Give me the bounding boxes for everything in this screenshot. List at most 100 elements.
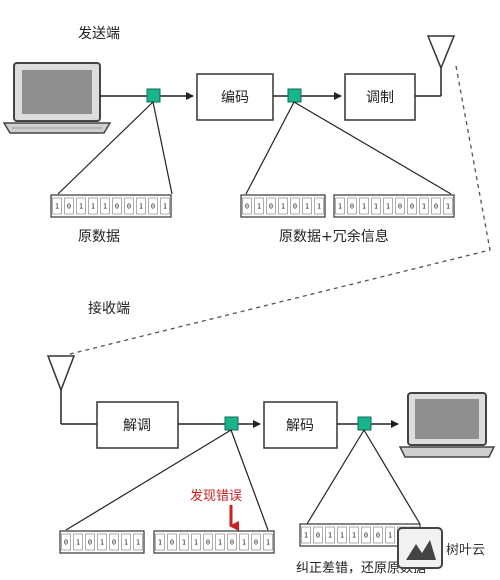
tx-tap1-fan: [57, 101, 173, 195]
bit-cell: [76, 197, 86, 215]
bit-cell: [290, 197, 300, 215]
bit-value: 0: [434, 203, 438, 211]
bit-value: 1: [100, 539, 104, 547]
encode-box: 编码: [196, 73, 274, 121]
bit-cell: [313, 526, 323, 544]
bit-value: 1: [374, 203, 378, 211]
bit-value: 1: [79, 203, 83, 211]
bit-value: 1: [305, 203, 309, 211]
bit-cell: [85, 533, 95, 551]
bit-cell: [385, 526, 395, 544]
bit-value: 1: [218, 539, 222, 547]
sender-title: 发送端: [78, 26, 120, 42]
bit-cell: [121, 533, 131, 551]
bit-cell: [407, 197, 417, 215]
bit-value: 0: [112, 539, 116, 547]
bit-cell: [109, 533, 119, 551]
error-found-label: 发现错误: [190, 488, 242, 504]
bit-value: 1: [340, 532, 344, 540]
bit-value: 0: [127, 203, 131, 211]
bit-cell: [179, 533, 189, 551]
decode-box: 解码: [263, 401, 338, 449]
bit-cell: [325, 526, 335, 544]
bit-value: 1: [338, 203, 342, 211]
bit-cell: [124, 197, 134, 215]
bit-cell: [167, 533, 177, 551]
bit-value: 1: [266, 539, 270, 547]
bit-cell: [335, 197, 345, 215]
bit-value: 0: [376, 532, 380, 540]
bit-cell: [337, 526, 347, 544]
modulate-box: 调制: [344, 73, 416, 121]
rx-tap1-fan: [65, 429, 269, 531]
decode-label: 解码: [286, 418, 314, 434]
watermark-logo: 树叶云: [397, 527, 485, 569]
bit-cell: [215, 533, 225, 551]
corrected-caption: 纠正差错，还原原数据: [296, 561, 426, 576]
bit-cell: [242, 197, 252, 215]
bit-cell: [239, 533, 249, 551]
bit-value: 1: [242, 539, 246, 547]
bit-cell: [419, 197, 429, 215]
bit-cell: [133, 533, 143, 551]
bit-value: 1: [422, 203, 426, 211]
bit-cell: [314, 197, 324, 215]
bit-value: 1: [136, 539, 140, 547]
sender-signal-line: [100, 68, 442, 100]
bit-value: 0: [206, 539, 210, 547]
bit-cell: [383, 197, 393, 215]
bit-cell: [371, 197, 381, 215]
bit-cell: [136, 197, 146, 215]
encode-label: 编码: [221, 90, 249, 106]
bit-value: 1: [124, 539, 128, 547]
bit-cell: [251, 533, 261, 551]
bit-value: 1: [386, 203, 390, 211]
bit-value: 1: [194, 539, 198, 547]
bit-value: 0: [151, 203, 155, 211]
bit-cell: [112, 197, 122, 215]
receiver-antenna-icon: [46, 355, 76, 393]
bit-value: 1: [352, 532, 356, 540]
bit-cell: [100, 197, 110, 215]
tap-marker-tx-2: [287, 88, 302, 103]
bit-cell: [443, 197, 453, 215]
bit-value: 0: [115, 203, 119, 211]
bit-value: 1: [388, 532, 392, 540]
bit-cell: [373, 526, 383, 544]
bit-value: 0: [67, 203, 71, 211]
bit-value: 0: [410, 203, 414, 211]
bit-cell: [278, 197, 288, 215]
bit-cell: [203, 533, 213, 551]
bit-cell: [227, 533, 237, 551]
tap-marker-rx-2: [357, 416, 372, 431]
original-data-caption: 原数据: [78, 229, 120, 245]
bit-value: 0: [364, 532, 368, 540]
bit-cell: [73, 533, 83, 551]
bit-cell: [191, 533, 201, 551]
bit-value: 1: [158, 539, 162, 547]
tap-marker-tx-1: [146, 88, 161, 103]
bit-cell: [431, 197, 441, 215]
bit-value: 1: [328, 532, 332, 540]
rx-tap2-fan: [306, 429, 421, 525]
bit-value: 1: [281, 203, 285, 211]
bit-cell: [97, 533, 107, 551]
bit-cell: [155, 533, 165, 551]
tap-marker-rx-1: [224, 416, 239, 431]
bit-cell: [148, 197, 158, 215]
bit-cell: [349, 526, 359, 544]
original-plus-redundant-caption: 原数据+冗余信息: [279, 228, 389, 245]
bit-value: 0: [245, 203, 249, 211]
bit-cell: [359, 197, 369, 215]
bit-value: 0: [350, 203, 354, 211]
bit-value: 0: [88, 539, 92, 547]
bit-value: 1: [362, 203, 366, 211]
bit-value: 0: [170, 539, 174, 547]
receiver-signal-line: [60, 390, 399, 428]
bit-value: 0: [316, 532, 320, 540]
bit-cell: [361, 526, 371, 544]
